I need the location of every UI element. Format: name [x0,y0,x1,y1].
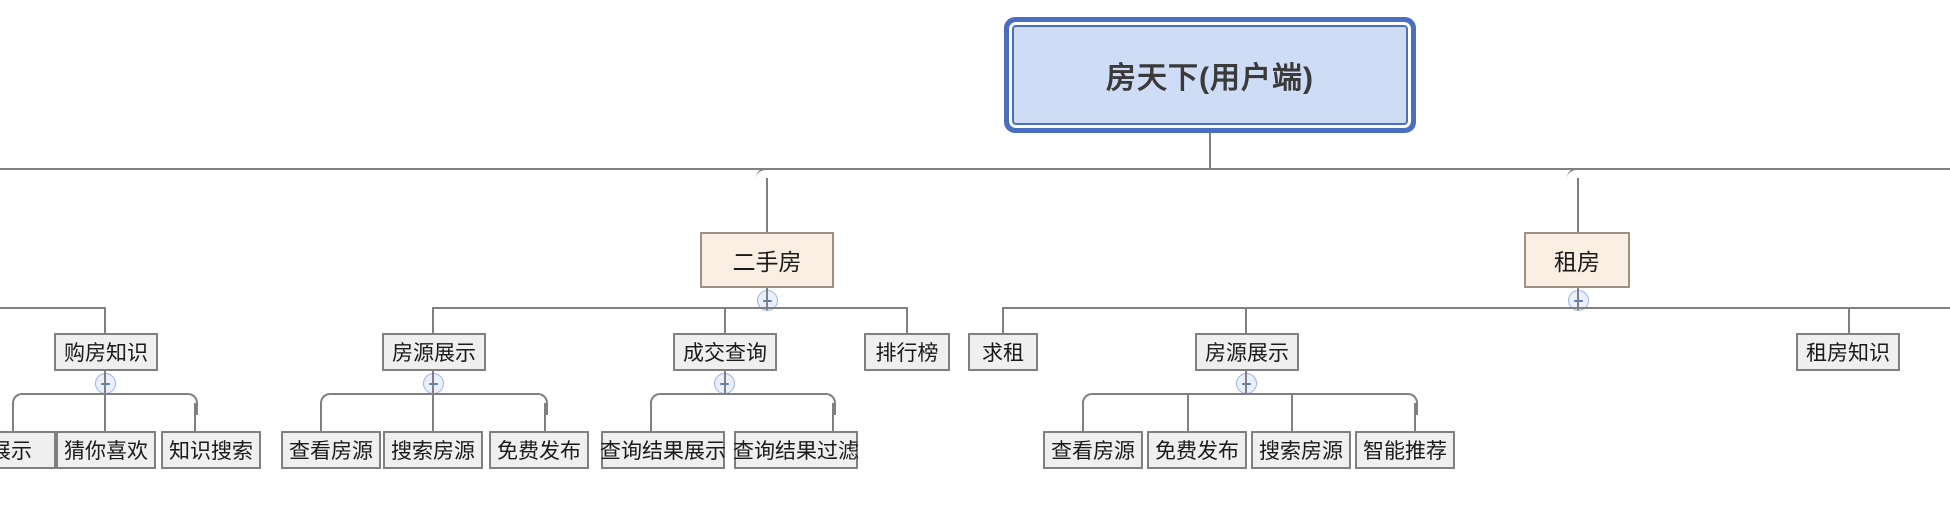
level3-node-qiuzu-label: 求租 [982,342,1024,365]
connector-chengjiao-chaxun-down [724,371,726,393]
connector-ershoufang-to-bus [766,288,768,310]
level2-node-zufang-label: 租房 [1554,249,1600,275]
connector-to-ershoufang [756,168,822,236]
connector-stem-fangyuan-zhanshi-a [432,307,434,333]
level3-node-paihangbang[interactable]: 排行榜 [864,333,950,371]
connector-level2-bus [0,168,1950,170]
level4-node-chakan-fangyuan-a[interactable]: 查看房源 [281,431,381,469]
connector-l4-bus-cjc-capL [650,393,672,415]
level4-node-cainixihuan[interactable]: 猜你喜欢 [56,431,156,469]
level4-node-chakan-fangyuan-b[interactable]: 查看房源 [1043,431,1143,469]
level3-node-fangyuan-zhanshi-a[interactable]: 房源展示 [382,333,486,371]
level4-node-chaxun-jieguo-guolv[interactable]: 查询结果过滤 [733,431,859,469]
level3-node-qiuzu[interactable]: 求租 [968,333,1038,371]
connector-stem-fangyuan-zhanshi-b [1245,307,1247,333]
connector-stem-qiuzu [1002,307,1004,333]
connector-l4-bus-fya-capL [320,393,342,415]
level3-node-zufang-zhishi-label: 租房知识 [1806,342,1890,365]
connector-stem-paihangbang [906,307,908,333]
connector-l4-stem-chakan-a [320,403,322,431]
level2-node-zufang[interactable]: 租房 [1524,232,1630,288]
connector-l4-bus-cjc [668,393,816,395]
level4-node-mianfei-fabu-b[interactable]: 免费发布 [1147,431,1247,469]
connector-l4-stem-cainixihuan [104,393,106,431]
level4-node-mianfei-fabu-a-label: 免费发布 [497,440,581,463]
connector-stem-gaufang-zhishi [104,307,106,333]
level3-node-gaufang-zhishi[interactable]: 购房知识 [54,333,158,371]
connector-gaufang-zhishi-down [104,371,106,393]
root-node-label: 房天下(用户端) [1106,62,1314,95]
level4-node-zhishi-sousuo[interactable]: 知识搜索 [161,431,261,469]
connector-level3-bus-left [0,307,106,309]
connector-l4-stem-cjc-guolv [832,403,834,431]
level3-node-chengjiao-chaxun[interactable]: 成交查询 [673,333,777,371]
connector-l4-bus-fyb-capL [1082,393,1104,415]
connector-l4-stem-zhanshi [12,403,14,431]
level3-node-fangyuan-zhanshi-a-label: 房源展示 [392,342,476,365]
level4-node-chaxun-jieguo-zhanshi[interactable]: 查询结果展示 [600,431,726,469]
connector-l4-stem-cjc-zhanshi [650,403,652,431]
level4-node-zhineng-tuijian[interactable]: 智能推荐 [1355,431,1455,469]
level3-node-fangyuan-zhanshi-b-label: 房源展示 [1205,342,1289,365]
level4-node-mianfei-fabu-b-label: 免费发布 [1155,440,1239,463]
level2-node-ershoufang-label: 二手房 [732,249,802,275]
connector-fangyuan-zhanshi-b-down [1245,371,1247,393]
level4-node-sousuo-fangyuan-a[interactable]: 搜索房源 [383,431,483,469]
level3-node-gaufang-zhishi-label: 购房知识 [64,342,148,365]
connector-to-zufang [1567,168,1633,236]
level3-node-chengjiao-chaxun-label: 成交查询 [683,342,767,365]
connector-l4-bus-left-capL [12,393,34,415]
level3-node-paihangbang-label: 排行榜 [875,342,939,365]
connector-root-stem [1209,133,1211,170]
connector-zufang-to-bus [1577,288,1579,310]
level4-node-chaxun-jieguo-zhanshi-label: 查询结果展示 [600,440,726,463]
level4-node-chaxun-jieguo-guolv-label: 查询结果过滤 [733,440,859,463]
level4-node-cainixihuan-label: 猜你喜欢 [64,440,148,463]
connector-l4-stem-mianfei-b [1187,393,1189,431]
level4-node-sousuo-fangyuan-a-label: 搜索房源 [391,440,475,463]
connector-l4-stem-zhishi-sousuo [194,403,196,431]
connector-stem-zufang-zhishi [1848,307,1850,333]
level3-node-zufang-zhishi[interactable]: 租房知识 [1796,333,1900,371]
connector-l4-bus-fyb [1100,393,1398,395]
connector-l4-bus-cjc-capR [814,393,836,415]
level4-node-sousuo-fangyuan-b[interactable]: 搜索房源 [1251,431,1351,469]
connector-level3-bus-ershoufang [432,307,908,309]
connector-l4-bus-fya-capR [526,393,548,415]
level4-node-clipped-zhanshi-label: 展示 [0,440,32,463]
connector-ershoufang-stem [766,178,768,234]
connector-fangyuan-zhanshi-a-down [432,371,434,393]
level4-node-clipped-zhanshi[interactable]: 展示 [0,431,56,469]
connector-zufang-stem [1577,178,1579,234]
level4-node-chakan-fangyuan-b-label: 查看房源 [1051,440,1135,463]
level4-node-chakan-fangyuan-a-label: 查看房源 [289,440,373,463]
connector-l4-stem-zhineng [1414,403,1416,431]
connector-l4-bus-left-capR [176,393,198,415]
level2-node-ershoufang[interactable]: 二手房 [700,232,834,288]
connector-l4-stem-chakan-b [1082,403,1084,431]
level3-node-fangyuan-zhanshi-b[interactable]: 房源展示 [1195,333,1299,371]
connector-l4-stem-mianfei-a [544,403,546,431]
connector-l4-stem-sousuo-a [432,393,434,431]
connector-level3-bus-zufang [1002,307,1950,309]
connector-l4-stem-sousuo-b [1291,393,1293,431]
level4-node-zhineng-tuijian-label: 智能推荐 [1363,440,1447,463]
level4-node-zhishi-sousuo-label: 知识搜索 [169,440,253,463]
level4-node-mianfei-fabu-a[interactable]: 免费发布 [489,431,589,469]
connector-l4-bus-fyb-capR [1396,393,1418,415]
connector-stem-chengjiao-chaxun [724,307,726,333]
root-node-fangtianxia[interactable]: 房天下(用户端) [1012,25,1408,125]
level4-node-sousuo-fangyuan-b-label: 搜索房源 [1259,440,1343,463]
